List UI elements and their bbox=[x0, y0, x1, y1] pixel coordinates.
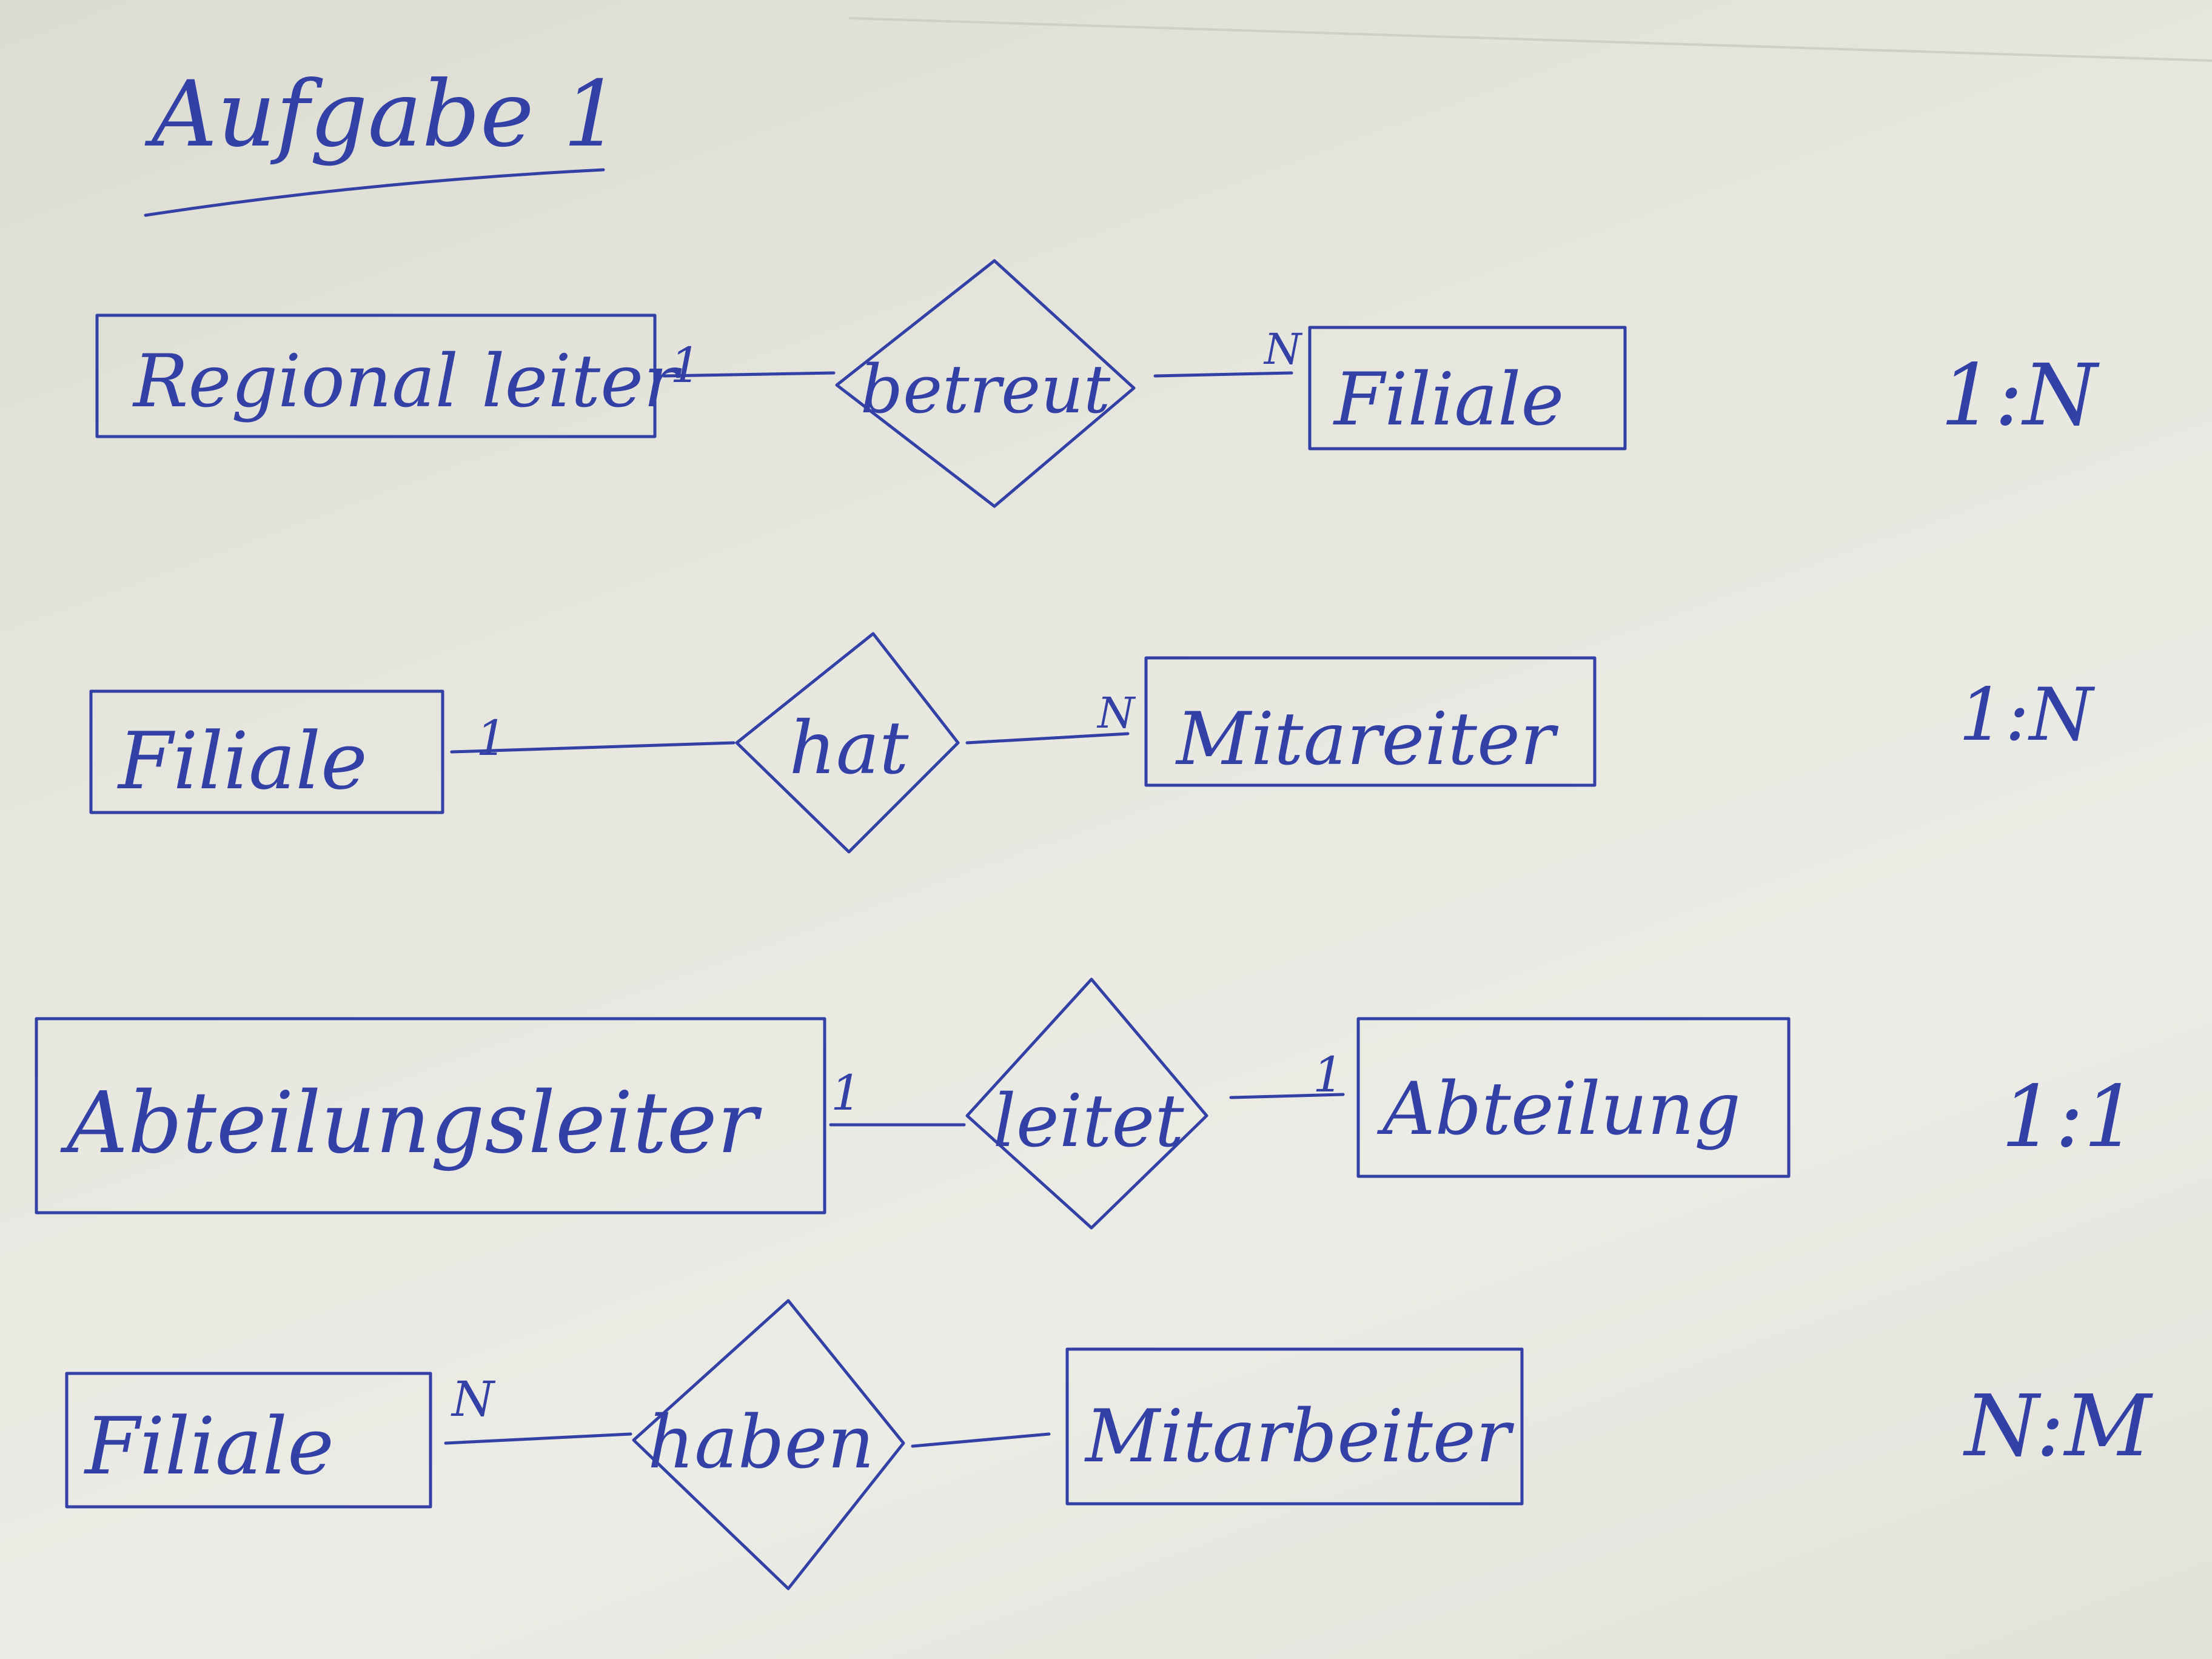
left-entity-label: Abteilungsleiter bbox=[60, 1074, 762, 1173]
right-entity-label: Mitarbeiter bbox=[1084, 1395, 1515, 1479]
right-entity-box bbox=[1356, 1017, 1791, 1178]
cardinality-ratio: 1:N bbox=[1940, 346, 2100, 445]
right-entity-box bbox=[1308, 326, 1627, 451]
left-entity-label: Filiale bbox=[117, 715, 367, 807]
right-cardinality: N bbox=[1096, 688, 1136, 738]
cardinality-ratio: 1:1 bbox=[2001, 1068, 2137, 1167]
left-cardinality: 1 bbox=[476, 710, 507, 766]
er-row-3: Abteilungsleiter 1 leitet 1 Abteilung 1:… bbox=[35, 977, 2137, 1230]
right-connector bbox=[911, 1432, 1051, 1448]
right-entity-label: Filiale bbox=[1333, 358, 1564, 442]
relationship-diamond bbox=[965, 977, 1208, 1230]
relationship-label: betreut bbox=[860, 350, 1111, 428]
left-entity-label: Filiale bbox=[84, 1400, 334, 1492]
relationship-label: hat bbox=[789, 706, 909, 791]
left-cardinality: 1 bbox=[831, 1065, 862, 1121]
relationship-label: leitet bbox=[993, 1079, 1184, 1164]
left-connector bbox=[444, 1432, 632, 1445]
relationship-diamond bbox=[632, 1299, 905, 1590]
left-cardinality: N bbox=[451, 1371, 496, 1427]
left-entity-box bbox=[95, 313, 657, 438]
left-entity-box bbox=[89, 689, 444, 814]
page-edge bbox=[848, 17, 2212, 62]
relationship-diamond bbox=[735, 632, 960, 854]
page-title: Aufgabe 1 bbox=[144, 62, 621, 167]
er-row-4: Filiale N haben Mitarbeiter N:M bbox=[65, 1299, 2154, 1590]
right-entity-box bbox=[1065, 1347, 1524, 1506]
right-entity-box bbox=[1144, 656, 1597, 787]
left-entity-box bbox=[35, 1017, 826, 1215]
cardinality-ratio: 1:N bbox=[1959, 673, 2096, 757]
right-connector bbox=[1153, 371, 1293, 378]
right-entity-label: Mitareiter bbox=[1175, 697, 1559, 782]
cardinality-ratio: N:M bbox=[1963, 1377, 2154, 1476]
left-cardinality: 1 bbox=[670, 337, 701, 394]
right-cardinality: N bbox=[1263, 324, 1303, 374]
left-connector bbox=[662, 371, 836, 378]
title-underline bbox=[144, 168, 605, 217]
relationship-label: haben bbox=[648, 1401, 874, 1485]
left-entity-box bbox=[65, 1372, 432, 1509]
right-entity-label: Abteilung bbox=[1376, 1067, 1741, 1151]
left-connector bbox=[450, 741, 736, 754]
left-entity-label: Regional leiter bbox=[132, 340, 682, 424]
relationship-diamond bbox=[835, 259, 1136, 508]
right-connector bbox=[1229, 1093, 1345, 1099]
right-cardinality: 1 bbox=[1313, 1047, 1344, 1103]
right-connector bbox=[965, 732, 1130, 745]
er-row-1: Regional leiter 1 betreut N Filiale 1:N bbox=[95, 259, 2100, 508]
er-row-2: Filiale 1 hat N Mitareiter 1:N bbox=[89, 632, 2096, 854]
